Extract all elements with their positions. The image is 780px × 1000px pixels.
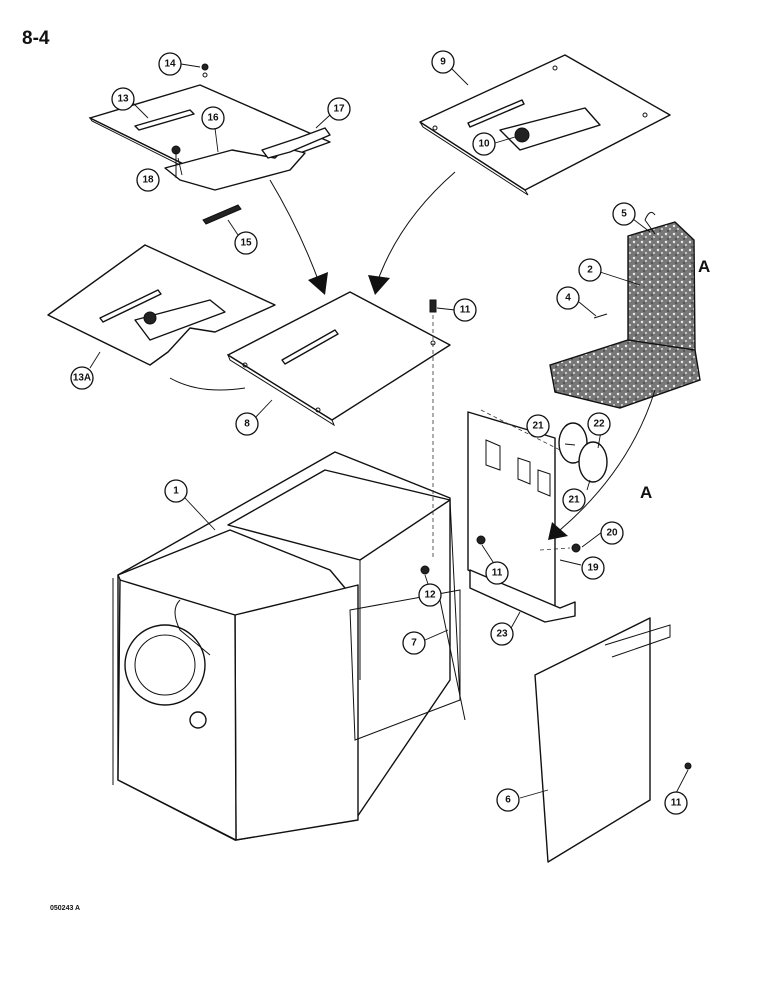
callout-8: 8: [235, 412, 259, 436]
svg-text:4: 4: [565, 293, 571, 304]
svg-text:14: 14: [164, 59, 176, 70]
svg-text:7: 7: [411, 638, 417, 649]
svg-text:2: 2: [587, 265, 593, 276]
callout-13: 13: [111, 87, 135, 111]
plate-13a: [47, 244, 276, 366]
callout-21-top: 21: [526, 414, 550, 438]
svg-text:5: 5: [621, 209, 627, 220]
svg-text:20: 20: [606, 528, 618, 539]
callout-1: 1: [164, 479, 188, 503]
svg-text:19: 19: [587, 563, 599, 574]
assembly-arrows: [169, 171, 656, 540]
svg-text:6: 6: [505, 795, 511, 806]
svg-text:23: 23: [496, 629, 508, 640]
svg-text:8: 8: [244, 419, 250, 430]
callout-15: 15: [234, 231, 258, 255]
gasket-21: [558, 422, 608, 483]
figure-code: 050243 A: [50, 905, 81, 912]
callout-11-middle: 11: [485, 561, 509, 585]
callout-22: 22: [587, 412, 611, 436]
svg-text:15: 15: [240, 238, 252, 249]
svg-text:11: 11: [460, 305, 471, 316]
svg-text:13A: 13A: [73, 373, 91, 384]
callout-19: 19: [581, 556, 605, 580]
callout-23: 23: [490, 622, 514, 646]
reference-letter-a-top: A: [698, 257, 710, 276]
tank-body-1: [112, 451, 461, 841]
callout-20: 20: [600, 521, 624, 545]
callout-16: 16: [201, 106, 225, 130]
svg-text:13: 13: [117, 94, 129, 105]
plate-13: [88, 72, 331, 225]
callout-11-bottom: 11: [664, 791, 688, 815]
side-panel-7: [439, 599, 466, 721]
hardware: [201, 63, 692, 770]
callout-12: 12: [418, 583, 442, 607]
svg-text:11: 11: [671, 798, 682, 809]
plate-8: [226, 291, 451, 427]
svg-text:21: 21: [568, 495, 580, 506]
callout-4: 4: [556, 286, 580, 310]
callout-10: 10: [472, 132, 496, 156]
svg-text:11: 11: [492, 568, 503, 579]
cover-6: [534, 617, 671, 863]
reference-letter-a-bottom: A: [640, 483, 652, 502]
callout-21-bottom: 21: [562, 488, 586, 512]
svg-text:12: 12: [424, 590, 436, 601]
plate-9: [419, 54, 671, 196]
svg-text:21: 21: [532, 421, 544, 432]
callout-7: 7: [402, 631, 426, 655]
page-number: 8-4: [22, 28, 50, 49]
callout-14: 14: [158, 52, 182, 76]
svg-text:22: 22: [593, 419, 605, 430]
callout-9: 9: [431, 50, 455, 74]
seat-cushion-2: [549, 211, 701, 409]
svg-text:16: 16: [207, 113, 219, 124]
svg-text:17: 17: [333, 104, 345, 115]
callout-11-top: 11: [453, 298, 477, 322]
svg-text:9: 9: [440, 57, 446, 68]
callout-18: 18: [136, 168, 160, 192]
callout-17: 17: [327, 97, 351, 121]
svg-text:18: 18: [142, 175, 154, 186]
svg-text:10: 10: [478, 139, 490, 150]
callout-2: 2: [578, 258, 602, 282]
svg-text:1: 1: [173, 486, 179, 497]
callout-13a: 13A: [70, 366, 94, 390]
callout-5: 5: [612, 202, 636, 226]
callout-6: 6: [496, 788, 520, 812]
